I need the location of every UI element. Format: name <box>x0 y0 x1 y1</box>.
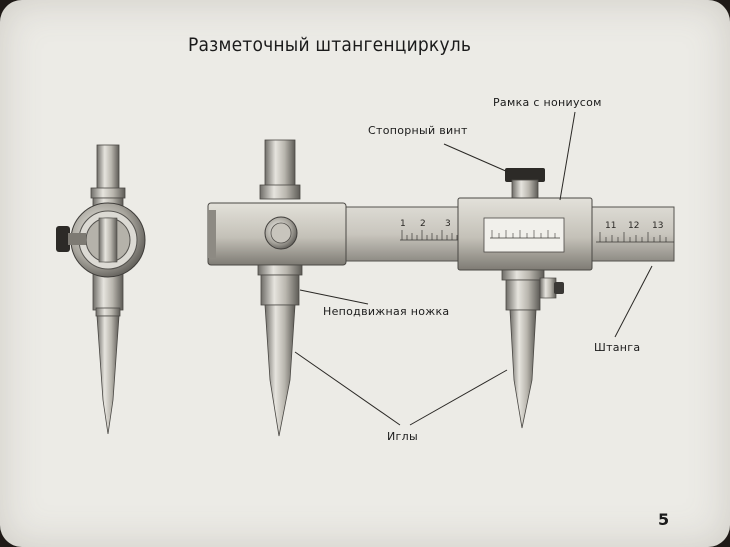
label-lock-screw: Стопорный винт <box>368 124 468 137</box>
side-view <box>56 144 146 435</box>
scale-left-ticks <box>401 230 458 240</box>
scale-right-12: 12 <box>628 221 639 231</box>
label-frame-vernier: Рамка с нониусом <box>493 96 602 109</box>
label-beam: Штанга <box>594 341 641 354</box>
leader-lines <box>294 111 653 426</box>
slide-title: Разметочный штангенциркуль <box>188 34 472 56</box>
scale-left-2: 2 <box>420 219 426 229</box>
scale-right-13: 13 <box>652 221 663 231</box>
scale-right-ticks <box>599 232 667 242</box>
vernier-frame <box>457 168 593 429</box>
scale-left-1: 1 <box>400 219 406 229</box>
scale-right-11: 11 <box>605 221 616 231</box>
page-number: 5 <box>658 510 670 529</box>
label-needles: Иглы <box>387 430 418 443</box>
fixed-block <box>207 139 347 437</box>
label-fixed-leg: Неподвижная ножка <box>323 305 450 318</box>
scale-left-3: 3 <box>445 219 451 229</box>
